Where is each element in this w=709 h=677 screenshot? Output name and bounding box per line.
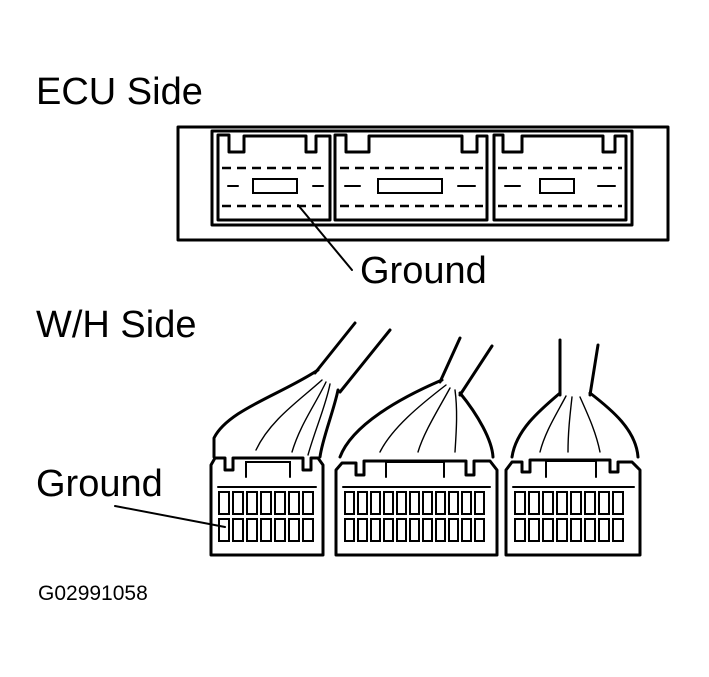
- wh-ground-label: Ground: [36, 463, 163, 505]
- ecu-unit: [176, 125, 670, 271]
- ecu-housing: [176, 125, 670, 242]
- ecu-socket-2: [333, 133, 489, 222]
- ecu-ground-leader: [297, 204, 353, 271]
- ecu-side-label: ECU Side: [36, 71, 203, 113]
- wh-harness: [114, 321, 642, 557]
- wh-connector-1: [209, 321, 392, 557]
- wh-ground-leader: [114, 505, 226, 528]
- wh-connector-2: [334, 336, 499, 557]
- ecu-socket-1: [216, 133, 332, 222]
- wh-connector-3: [504, 338, 642, 557]
- figure-code-label: G02991058: [38, 582, 148, 605]
- ecu-connector-frame: [210, 129, 634, 227]
- ecu-ground-label: Ground: [360, 250, 487, 292]
- wh-side-label: W/H Side: [36, 304, 196, 346]
- ecu-socket-3: [492, 133, 628, 222]
